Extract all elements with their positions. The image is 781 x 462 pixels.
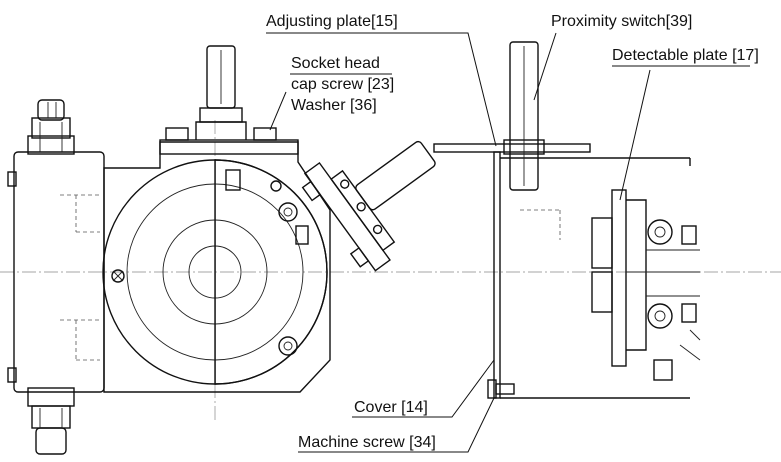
top-flange <box>159 45 299 155</box>
right-view <box>433 41 701 399</box>
label-detectable-plate: Detectable plate [17] <box>612 47 759 64</box>
housing-details <box>225 169 309 356</box>
angled-switch-assembly <box>301 140 436 272</box>
leader-lines <box>266 32 750 453</box>
machine-screw-34 <box>487 379 515 399</box>
proximity-switch-39 <box>503 41 545 191</box>
left-view <box>7 45 436 455</box>
label-washer: Washer [36] <box>291 97 377 114</box>
top-cable-gland <box>27 99 75 155</box>
label-socket-head-line1: Socket head <box>291 55 380 72</box>
label-cover: Cover [14] <box>354 399 428 416</box>
label-proximity-switch: Proximity switch[39] <box>551 13 692 30</box>
label-machine-screw: Machine screw [34] <box>298 434 436 451</box>
label-socket-head-line2: cap screw [23] <box>291 76 394 93</box>
bottom-cable-gland <box>27 387 75 455</box>
adjusting-plate <box>433 143 591 153</box>
cover <box>493 151 691 399</box>
gear-housing <box>102 141 331 393</box>
detectable-plate-assembly <box>591 189 701 381</box>
label-adjusting-plate: Adjusting plate[15] <box>266 13 398 30</box>
